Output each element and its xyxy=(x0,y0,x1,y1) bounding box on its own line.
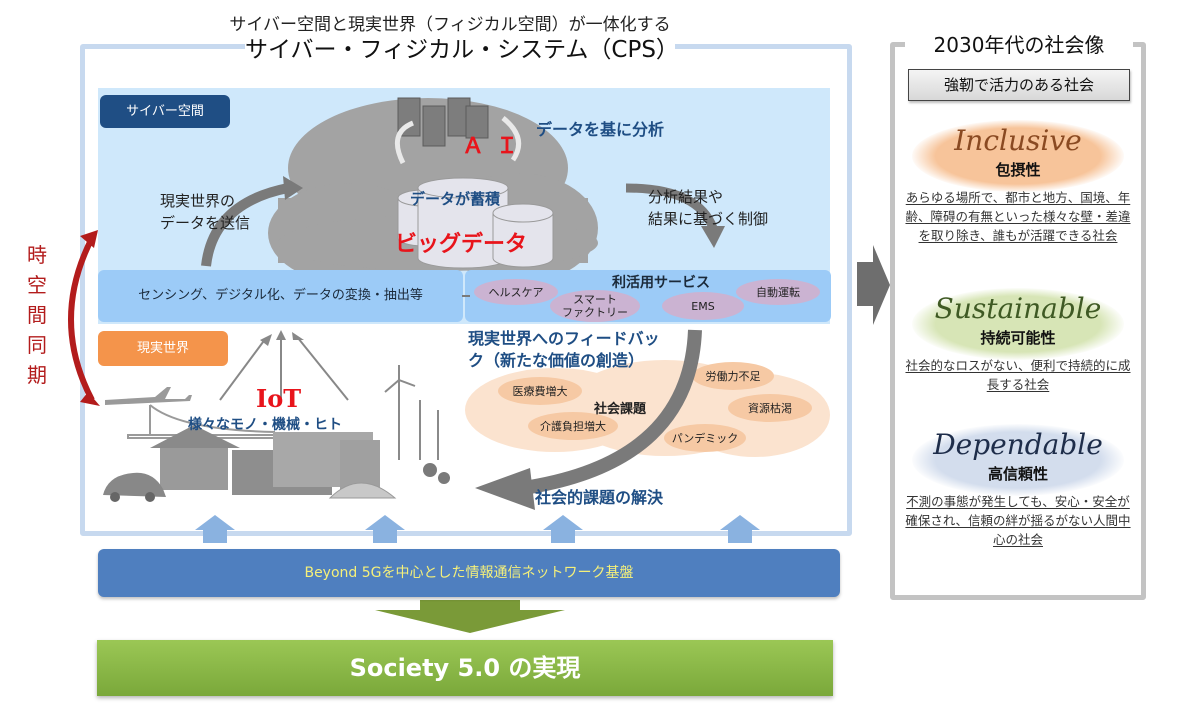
issue-labor-shortage: 労働力不足 xyxy=(692,362,774,390)
iot-arrows xyxy=(219,336,349,401)
database-icon xyxy=(397,177,554,269)
network-infrastructure-bar: Beyond 5Gを中心とした情報通信ネットワーク基盤 xyxy=(98,549,840,597)
send-data-line2: データを送信 xyxy=(160,214,251,232)
city-illustration xyxy=(103,365,450,502)
gear-icon xyxy=(423,463,450,484)
realization-down-arrow xyxy=(375,600,565,633)
pillar-ellipse xyxy=(912,288,1124,360)
sync-label: 時空間同期 xyxy=(27,243,47,387)
cloud-illustration xyxy=(201,97,725,278)
up-arrow xyxy=(720,515,760,543)
ai-label: ＡＩ xyxy=(462,134,531,159)
cps-title: サイバー・フィジカル・システム（CPS） xyxy=(245,32,679,68)
control-arrowhead xyxy=(701,226,725,248)
pillar-japanese-label: 持続可能性 xyxy=(980,329,1056,347)
pillar-description: 社会的なロスがない、便利で持続的に成長する社会 xyxy=(905,358,1131,392)
service-ems: EMS xyxy=(662,292,744,320)
sync-arrow xyxy=(68,236,95,402)
up-arrow xyxy=(365,515,405,543)
send-data-arrowhead xyxy=(283,176,303,200)
issue-medical-costs: 医療費増大 xyxy=(498,377,582,405)
result-line2: 結果に基づく制御 xyxy=(648,210,769,228)
result-control-text: 分析結果や 結果に基づく制御 xyxy=(648,186,768,230)
send-data-arrow xyxy=(201,183,289,267)
house-icon xyxy=(160,445,228,490)
pillar-japanese-label: 包摂性 xyxy=(995,161,1041,179)
service-smart-factory: スマート ファクトリー xyxy=(550,290,640,322)
cyber-space-label: サイバー空間 xyxy=(100,95,230,128)
to-vision-arrow xyxy=(857,245,890,325)
pillar-description: あらゆる場所で、都市と地方、国境、年齢、障碍の有無といった様々な壁・差違を取り除… xyxy=(905,190,1131,243)
cps-subtitle: サイバー空間と現実世界（フィジカル空間）が一体化する xyxy=(229,15,671,35)
greenhouse-icon xyxy=(328,482,397,499)
wind-turbine-icon xyxy=(384,365,439,460)
pillar-description: 不測の事態が発生しても、安心・安全が確保され、信頼の絆が揺るがない人間中心の社会 xyxy=(905,494,1131,547)
car-icon xyxy=(103,472,166,497)
things-label: 様々なモノ・機械・ヒト xyxy=(188,417,342,433)
sensing-bar: センシング、デジタル化、データの変換・抽出等 xyxy=(98,270,463,322)
feedback-arrowhead xyxy=(475,468,535,510)
sync-arrowhead-top xyxy=(80,230,98,248)
pillar-english-label: Dependable xyxy=(933,428,1103,461)
feedback-arrow xyxy=(528,329,702,494)
solution-text: 社会的課題の解決 xyxy=(535,488,664,507)
up-arrow xyxy=(195,515,235,543)
service-smart-factory-label: スマート ファクトリー xyxy=(562,293,628,319)
issue-care-burden: 介護負担増大 xyxy=(528,412,618,440)
services-title: 利活用サービス xyxy=(612,275,710,291)
control-arrow xyxy=(625,183,718,230)
result-line1: 分析結果や xyxy=(648,188,724,206)
send-data-text: 現実世界の データを送信 xyxy=(160,190,250,234)
vision-summary-box: 強靭で活力のある社会 xyxy=(908,69,1130,101)
pillar-ellipse xyxy=(912,424,1124,496)
vision-title: 2030年代の社会像 xyxy=(905,30,1133,60)
pillar-dependable: Dependable 高信頼性 不測の事態が発生しても、安心・安全が確保され、信… xyxy=(900,424,1136,549)
pillar-english-label: Inclusive xyxy=(954,124,1082,157)
pillar-sustainable: Sustainable 持続可能性 社会的なロスがない、便利で持続的に成長する社… xyxy=(900,288,1136,394)
pillar-inclusive: Inclusive 包摂性 あらゆる場所で、都市と地方、国境、年齢、障碍の有無と… xyxy=(900,120,1136,245)
pillar-ellipse xyxy=(912,120,1124,192)
issue-pandemic: パンデミック xyxy=(664,424,746,452)
accumulate-text: データが蓄積 xyxy=(410,190,501,208)
social-issues-label: 社会課題 xyxy=(594,402,647,417)
feedback-line1: 現実世界へのフィードバッ xyxy=(468,329,660,348)
analyze-text: データを基に分析 xyxy=(536,120,665,139)
issue-resource-depletion: 資源枯渇 xyxy=(728,394,812,422)
up-arrow xyxy=(543,515,583,543)
send-data-line1: 現実世界の xyxy=(160,192,236,210)
society-realization-bar: Society 5.0 の実現 xyxy=(97,640,833,696)
real-world-label: 現実世界 xyxy=(98,331,228,366)
service-healthcare: ヘルスケア xyxy=(474,279,558,305)
pillar-english-label: Sustainable xyxy=(934,292,1102,325)
bigdata-label: ビッグデータ xyxy=(395,232,528,257)
sync-arrowhead-bottom xyxy=(80,392,100,406)
network-up-arrows xyxy=(195,515,760,543)
service-autonomous-driving: 自動運転 xyxy=(736,279,820,305)
airplane-icon xyxy=(105,387,192,405)
feedback-text: 現実世界へのフィードバッ ク（新たな価値の創造） xyxy=(468,328,708,372)
cycle-arrows-icon xyxy=(394,116,522,165)
iot-label: IoT xyxy=(256,384,302,413)
feedback-line2: ク（新たな価値の創造） xyxy=(468,351,645,370)
pillar-japanese-label: 高信頼性 xyxy=(987,465,1048,483)
